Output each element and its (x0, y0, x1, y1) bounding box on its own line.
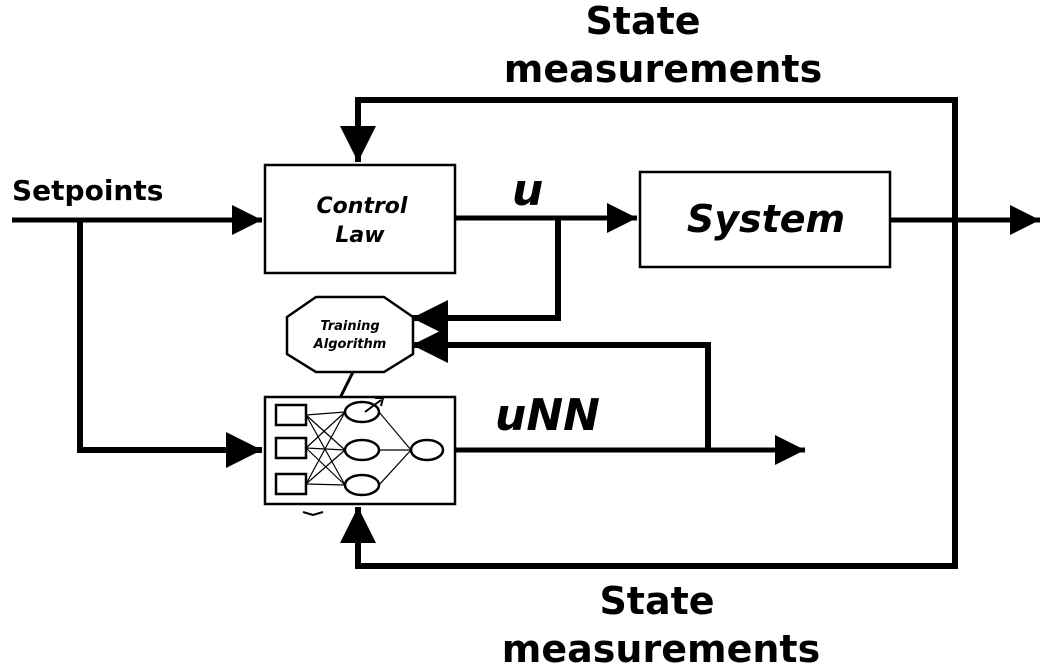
unn-to-training-arrow (412, 327, 711, 450)
u-label: u (512, 165, 543, 216)
training-to-nn-link (338, 371, 355, 399)
top-feedback-arrow (340, 97, 958, 220)
state-measurements-top-line1: State (585, 0, 700, 43)
state-measurements-bottom-line2: measurements (502, 627, 820, 668)
control-law-label-line1: Control (317, 194, 408, 219)
training-algorithm-label-line2: Algorithm (313, 337, 387, 352)
system-block (638, 170, 892, 269)
setpoints-to-nn-arrow (77, 220, 262, 468)
neural-network-icon (274, 397, 445, 517)
u-to-training-arrow (412, 218, 561, 336)
unn-label: uNN (495, 390, 600, 441)
control-law-label-line2: Law (335, 223, 385, 248)
bottom-feedback-arrow (340, 220, 958, 569)
system-label: System (687, 197, 845, 241)
setpoints-label: Setpoints (12, 174, 163, 207)
training-algorithm-block (285, 295, 415, 374)
state-measurements-bottom-line1: State (599, 579, 714, 623)
control-law-block (263, 163, 457, 275)
state-measurements-top-line2: measurements (504, 47, 822, 91)
training-algorithm-label-line1: Training (320, 319, 379, 334)
